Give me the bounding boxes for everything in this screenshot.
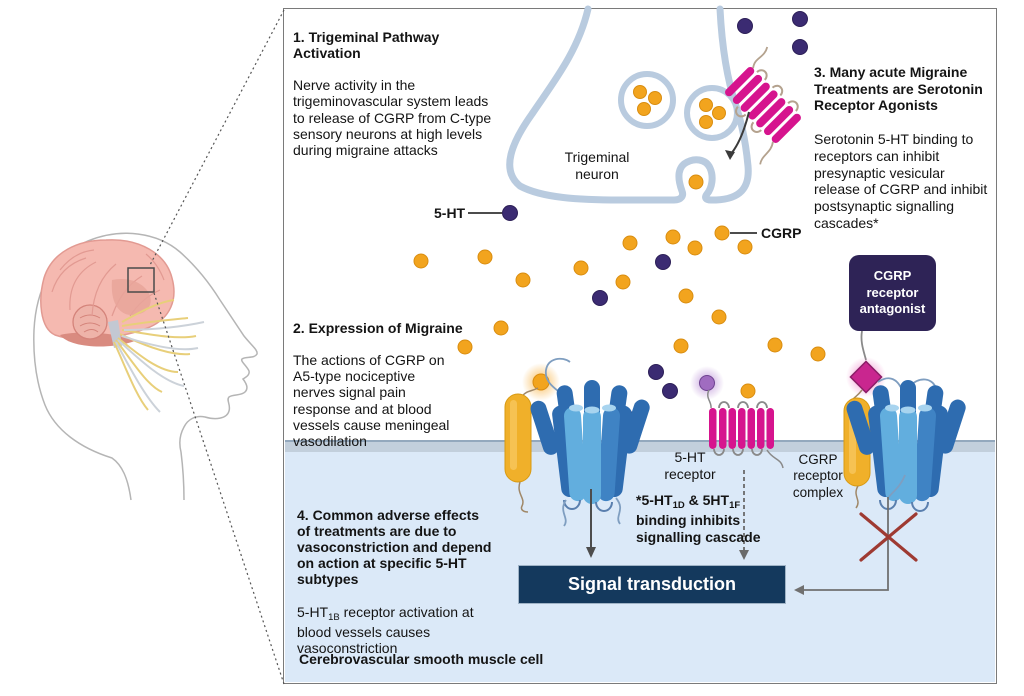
cell-membrane	[285, 440, 995, 452]
cgrp-dot	[457, 339, 473, 355]
serotonin-dot	[792, 39, 808, 55]
block1-body: Nerve activity in the trigeminovascular …	[293, 77, 492, 158]
cgrp-dot	[810, 346, 826, 362]
trigeminal-neuron-label: Trigeminal neuron	[564, 149, 630, 183]
block4-body: 5-HT1B receptor activation at blood vess…	[297, 603, 474, 656]
serotonin-label: 5-HT	[434, 205, 466, 221]
cgrp-dot	[737, 239, 753, 255]
text-block-3: 3. Many acute Migraine Treatments are Se…	[814, 47, 1002, 249]
text-block-2: 2. Expression of Migraine The actions of…	[293, 304, 503, 465]
cgrp-dot	[477, 249, 493, 265]
signal-arrowhead-left	[586, 547, 596, 558]
head-profile-illustration	[33, 9, 285, 685]
cgrp-label: CGRP	[761, 225, 802, 241]
trigeminal-nerve-branches	[113, 299, 205, 413]
five-ht-receptor-label: 5-HT receptor	[664, 449, 716, 483]
ligand-dots	[413, 11, 826, 427]
serotonin-receptor-postsynaptic	[690, 366, 784, 469]
serotonin-dot	[502, 205, 518, 221]
block2-title: 2. Expression of Migraine	[293, 320, 463, 337]
serotonin-dot	[648, 364, 664, 380]
synaptic-vesicle	[618, 71, 676, 129]
cgrp-release-dot	[688, 174, 704, 190]
serotonin-receptor-presynaptic	[725, 46, 801, 165]
zoom-source-box	[127, 267, 155, 293]
block1-title: 1. Trigeminal Pathway Activation	[293, 29, 440, 62]
cgrp-dot	[678, 288, 694, 304]
cgrp-dot	[673, 338, 689, 354]
release-arrowhead	[725, 150, 735, 160]
trigeminal-neuron-shape	[506, 5, 752, 204]
cgrp-receptor-complex-label: CGRP receptor complex	[792, 452, 844, 500]
block3-title: 3. Many acute Migraine Treatments are Se…	[814, 63, 983, 114]
cgrp-dot	[413, 253, 429, 269]
blocked-signal-arrowhead	[794, 585, 804, 595]
serotonin-dot	[662, 383, 678, 399]
block3-body: Serotonin 5-HT binding to receptors can …	[814, 130, 988, 231]
brain-illustration	[40, 239, 175, 348]
cgrp-dot	[573, 260, 589, 276]
block2-body: The actions of CGRP on A5-type nocicepti…	[293, 352, 450, 449]
blocked-x-icon	[859, 512, 918, 562]
serotonin-dot	[792, 11, 808, 27]
cgrp-dot	[740, 383, 756, 399]
cgrp-receptor-complex-left	[504, 357, 653, 527]
zoom-callout-line-top	[149, 9, 285, 266]
binding-note: *5-HT1D & 5HT1F binding inhibits signall…	[636, 492, 761, 546]
text-block-1: 1. Trigeminal Pathway Activation Nerve a…	[293, 13, 513, 174]
serotonin-dot	[737, 18, 753, 34]
cgrp-dot	[711, 309, 727, 325]
cgrp-dot	[665, 229, 681, 245]
cgrp-dot	[687, 240, 703, 256]
cgrp-dot	[493, 320, 509, 336]
cgrp-receptor-complex-right	[843, 330, 969, 512]
zoom-callout-line-bottom	[152, 289, 285, 685]
cgrp-dot	[767, 337, 783, 353]
block4-title: 4. Common adverse effects of treatments …	[297, 507, 492, 588]
cgrp-dot	[714, 225, 730, 241]
blocked-signal-line	[802, 497, 889, 591]
serotonin-dot	[655, 254, 671, 270]
serotonin-dot	[592, 290, 608, 306]
signal-transduction-box: Signal transduction	[518, 565, 786, 604]
cgrp-dot	[622, 235, 638, 251]
cgrp-antagonist-box: CGRP receptor antagonist	[849, 255, 936, 331]
text-block-4: 4. Common adverse effects of treatments …	[297, 491, 537, 672]
inhibited-signal-arrowhead	[739, 550, 749, 560]
smooth-muscle-label: Cerebrovascular smooth muscle cell	[299, 651, 544, 667]
cgrp-dot	[515, 272, 531, 288]
cgrp-dot	[615, 274, 631, 290]
